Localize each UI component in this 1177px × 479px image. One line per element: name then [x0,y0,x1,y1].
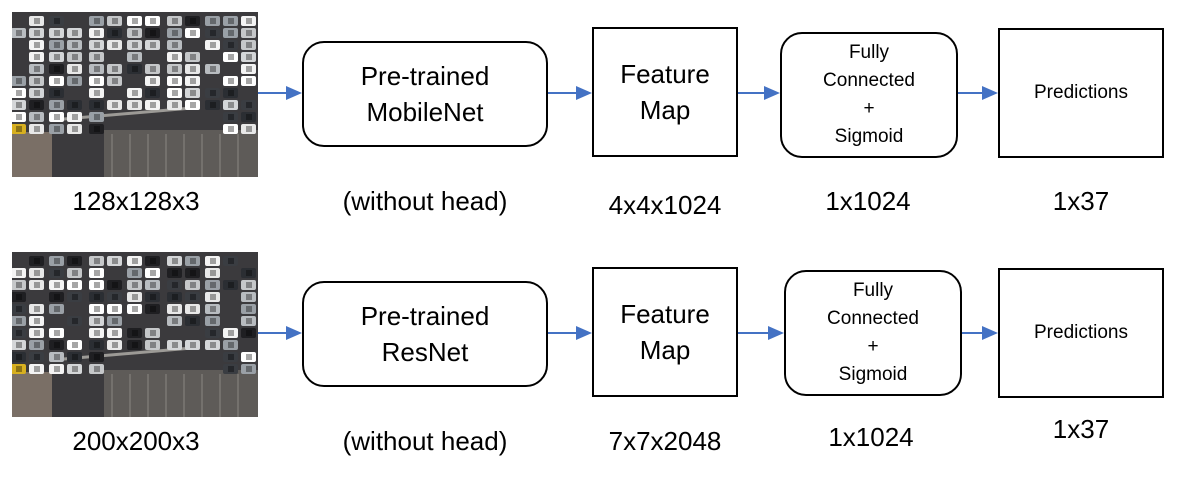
fc-label-line: Sigmoid [834,126,904,147]
right-arrow-icon [548,85,592,101]
fc-label-line: Sigmoid [838,364,908,385]
backbone-label-line: Pre-trained [360,301,490,331]
feature-shape-label: 4x4x1024 [608,190,722,220]
backbone-label-line: ResNet [381,337,469,367]
input-image [12,12,258,177]
backbone-box: Pre-trained MobileNet [302,41,548,147]
input-shape-label: 128x128x3 [72,186,200,216]
pipeline-mobilenet: Pre-trained MobileNet Feature Map Fully … [0,0,1177,230]
predictions-box: Predictions [998,268,1164,398]
feature-map-box: Feature Map [592,267,738,397]
feature-label-line: Map [639,335,691,365]
feature-label-line: Feature [620,299,710,329]
fc-label-line: Connected [823,70,915,91]
right-arrow-icon [958,85,998,101]
output-shape-label: 1x37 [1052,186,1110,216]
pipeline-resnet: Pre-trained ResNet Feature Map Fully Con… [0,240,1177,470]
backbone-note-label: (without head) [342,186,508,216]
right-arrow-icon [258,325,302,341]
predictions-box: Predictions [998,28,1164,158]
feature-label-line: Map [639,95,691,125]
fc-label-line: Fully [848,42,890,63]
right-arrow-icon [548,325,592,341]
backbone-note-label: (without head) [342,426,508,456]
right-arrow-icon [738,325,784,341]
backbone-label-line: Pre-trained [360,61,490,91]
output-shape-label: 1x37 [1052,414,1110,444]
fc-label-line: + [867,336,879,357]
predictions-label: Predictions [1034,322,1128,343]
right-arrow-icon [258,85,302,101]
input-image [12,252,258,417]
feature-map-box: Feature Map [592,27,738,157]
fully-connected-box: Fully Connected + Sigmoid [784,270,962,396]
fc-label-line: Connected [827,308,919,329]
fully-connected-box: Fully Connected + Sigmoid [780,32,958,158]
fc-shape-label: 1x1024 [825,186,911,216]
backbone-label-line: MobileNet [366,97,484,127]
fc-label-line: + [863,98,875,119]
right-arrow-icon [962,325,998,341]
feature-shape-label: 7x7x2048 [608,426,722,456]
backbone-box: Pre-trained ResNet [302,281,548,387]
fc-shape-label: 1x1024 [828,422,914,452]
predictions-label: Predictions [1034,82,1128,103]
input-shape-label: 200x200x3 [72,426,200,456]
right-arrow-icon [738,85,780,101]
fc-label-line: Fully [852,280,894,301]
feature-label-line: Feature [620,59,710,89]
